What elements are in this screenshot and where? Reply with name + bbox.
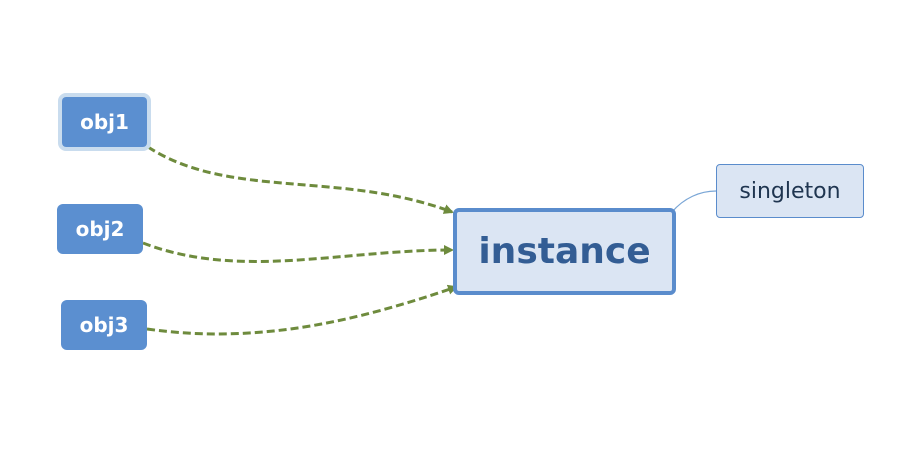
node-obj1[interactable]: obj1 [58, 93, 151, 151]
connector-instance-singleton [671, 190, 717, 213]
node-obj3[interactable]: obj3 [61, 300, 147, 350]
node-singleton-label: singleton [739, 178, 841, 204]
node-instance[interactable]: instance [453, 208, 676, 295]
node-obj3-label: obj3 [79, 313, 129, 337]
node-singleton[interactable]: singleton [716, 164, 864, 218]
arrow-obj3-instance[interactable] [146, 284, 458, 336]
node-instance-label: instance [478, 231, 651, 272]
node-obj2-label: obj2 [75, 217, 125, 241]
node-obj1-label: obj1 [80, 110, 129, 134]
node-obj2[interactable]: obj2 [57, 204, 143, 254]
arrow-obj1-instance[interactable] [147, 145, 454, 214]
arrow-obj2-instance[interactable] [142, 241, 454, 263]
